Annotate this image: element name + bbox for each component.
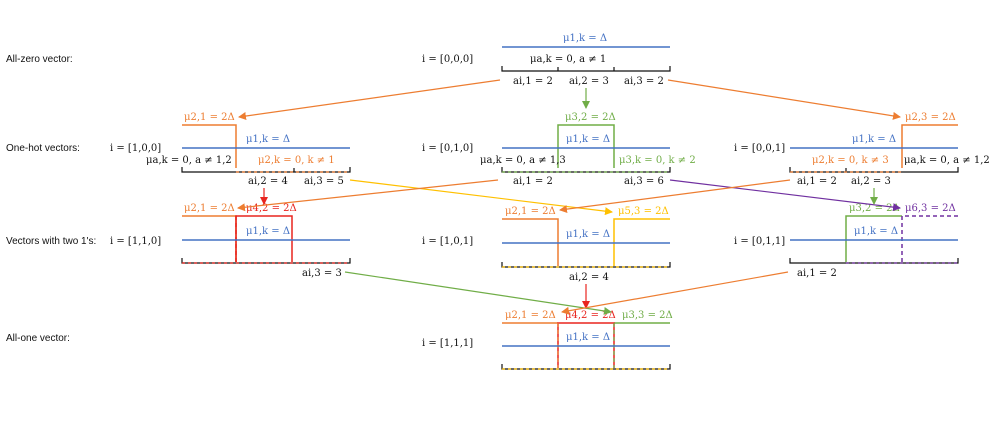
node-001-mu2k: μ2,k = 0, k ≠ 3	[812, 155, 889, 166]
node-101-base	[501, 262, 671, 268]
transition-arrows	[237, 79, 901, 315]
node-110-mu21: μ2,1 = 2Δ	[184, 203, 235, 214]
node-100-mu1: μ1,k = Δ	[246, 134, 290, 145]
node-101-mu53: μ5,3 = 2Δ	[618, 206, 669, 217]
arrow-000-to-100	[238, 79, 501, 120]
node-001-index: i = [0,0,1]	[734, 143, 785, 154]
node-110-mu42: μ4,2 = 2Δ	[246, 203, 297, 214]
node-011-green-step	[845, 215, 902, 262]
node-110-orange-step	[182, 215, 237, 262]
node-110-a3: ai,3 = 3	[302, 268, 342, 279]
node-011-mu63: μ6,3 = 2Δ	[905, 203, 956, 214]
node-001-a1: ai,1 = 2	[797, 176, 837, 187]
node-101-a2: ai,2 = 4	[569, 272, 609, 283]
arrow-001-to-101	[559, 179, 791, 214]
node-100-mu2k: μ2,k = 0, k ≠ 1	[258, 155, 335, 166]
node-101-mu1: μ1,k = Δ	[566, 229, 610, 240]
node-100: i = [1,0,0] μ2,1 = 2Δ μ1,k = Δ μa,k = 0,…	[110, 112, 351, 187]
node-010-index: i = [0,1,0]	[422, 143, 473, 154]
node-001-a2: ai,2 = 3	[851, 176, 891, 187]
node-101-index: i = [1,0,1]	[422, 236, 473, 247]
arrow-010-to-110	[237, 179, 499, 212]
node-111-base	[501, 364, 671, 370]
node-110-mu1: μ1,k = Δ	[246, 226, 290, 237]
node-011-mu1: μ1,k = Δ	[854, 226, 898, 237]
node-100-base	[181, 167, 351, 173]
node-010-green-box	[557, 124, 615, 168]
node-111-index: i = [1,1,1]	[422, 338, 473, 349]
row-label-two-ones: Vectors with two 1's:	[6, 236, 96, 247]
node-101: i = [1,0,1] μ2,1 = 2Δ μ5,3 = 2Δ μ1,k = Δ…	[422, 206, 671, 283]
node-000-a3: ai,3 = 2	[624, 76, 664, 87]
node-100-a2: ai,2 = 4	[248, 176, 288, 187]
node-100-index: i = [1,0,0]	[110, 143, 161, 154]
node-011-index: i = [0,1,1]	[734, 236, 785, 247]
node-100-mua: μa,k = 0, a ≠ 1,2	[146, 155, 232, 166]
node-010-mu3k: μ3,k = 0, k ≠ 2	[619, 155, 696, 166]
node-000-base	[501, 66, 671, 72]
node-111: i = [1,1,1] μ2,1 = 2Δ μ4,2 = 2Δ μ3,3 = 2…	[422, 310, 673, 370]
node-010-mu32: μ3,2 = 2Δ	[565, 112, 616, 123]
arrow-010-to-011	[669, 179, 901, 212]
node-000-a1: ai,1 = 2	[513, 76, 553, 87]
node-100-mu21: μ2,1 = 2Δ	[184, 112, 235, 123]
row-label-one-hot: One-hot vectors:	[6, 143, 80, 154]
node-010-mua: μa,k = 0, a ≠ 1,3	[480, 155, 566, 166]
node-111-mu42: μ4,2 = 2Δ	[565, 310, 616, 321]
node-110-index: i = [1,1,0]	[110, 236, 161, 247]
node-010: i = [0,1,0] μ3,2 = 2Δ μ1,k = Δ μa,k = 0,…	[422, 112, 696, 187]
arrow-100-to-101	[349, 179, 613, 216]
node-000-a2: ai,2 = 3	[569, 76, 609, 87]
node-011: i = [0,1,1] μ3,2 = 2Δ μ6,3 = 2Δ μ1,k = Δ…	[734, 203, 959, 279]
node-111-mu33: μ3,3 = 2Δ	[622, 310, 673, 321]
node-000: i = [0,0,0] μ1,k = Δ μa,k = 0, a ≠ 1 ai,…	[422, 33, 671, 87]
node-001-orange-step	[901, 124, 958, 168]
node-010-a3: ai,3 = 6	[624, 176, 664, 187]
node-010-a1: ai,1 = 2	[513, 176, 553, 187]
arrow-000-to-001	[667, 79, 901, 120]
node-000-index: i = [0,0,0]	[422, 54, 473, 65]
node-001-mu23: μ2,3 = 2Δ	[905, 112, 956, 123]
node-001: i = [0,0,1] μ2,3 = 2Δ μ1,k = Δ μ2,k = 0,…	[734, 112, 990, 187]
arrow-011-to-111	[561, 271, 789, 315]
node-011-base	[789, 258, 959, 264]
node-001-mua: μa,k = 0, a ≠ 1,2	[904, 155, 990, 166]
node-011-purple-step	[901, 215, 958, 262]
node-110-base	[181, 258, 351, 264]
node-100-a3: ai,3 = 5	[304, 176, 344, 187]
node-001-base	[789, 167, 959, 173]
node-101-mu21: μ2,1 = 2Δ	[505, 206, 556, 217]
node-111-mu21: μ2,1 = 2Δ	[505, 310, 556, 321]
node-110-red-box	[235, 215, 293, 262]
node-010-base	[501, 167, 671, 173]
node-101-yellow-step	[613, 218, 670, 266]
node-011-mu32: μ3,2 = 2Δ	[849, 203, 900, 214]
node-100-orange-step	[182, 124, 237, 168]
node-000-mu1: μ1,k = Δ	[563, 33, 607, 44]
node-101-orange-step	[502, 218, 559, 266]
node-011-a1: ai,1 = 2	[797, 268, 837, 279]
node-001-mu1: μ1,k = Δ	[852, 134, 896, 145]
node-000-mua: μa,k = 0, a ≠ 1	[530, 54, 606, 65]
node-111-mu1: μ1,k = Δ	[566, 332, 610, 343]
row-label-all-zero: All-zero vector:	[6, 54, 73, 65]
row-label-all-one: All-one vector:	[6, 333, 70, 344]
arrow-110-to-111	[344, 271, 612, 315]
node-110: i = [1,1,0] μ2,1 = 2Δ μ4,2 = 2Δ μ1,k = Δ…	[110, 203, 351, 279]
node-010-mu1: μ1,k = Δ	[566, 134, 610, 145]
